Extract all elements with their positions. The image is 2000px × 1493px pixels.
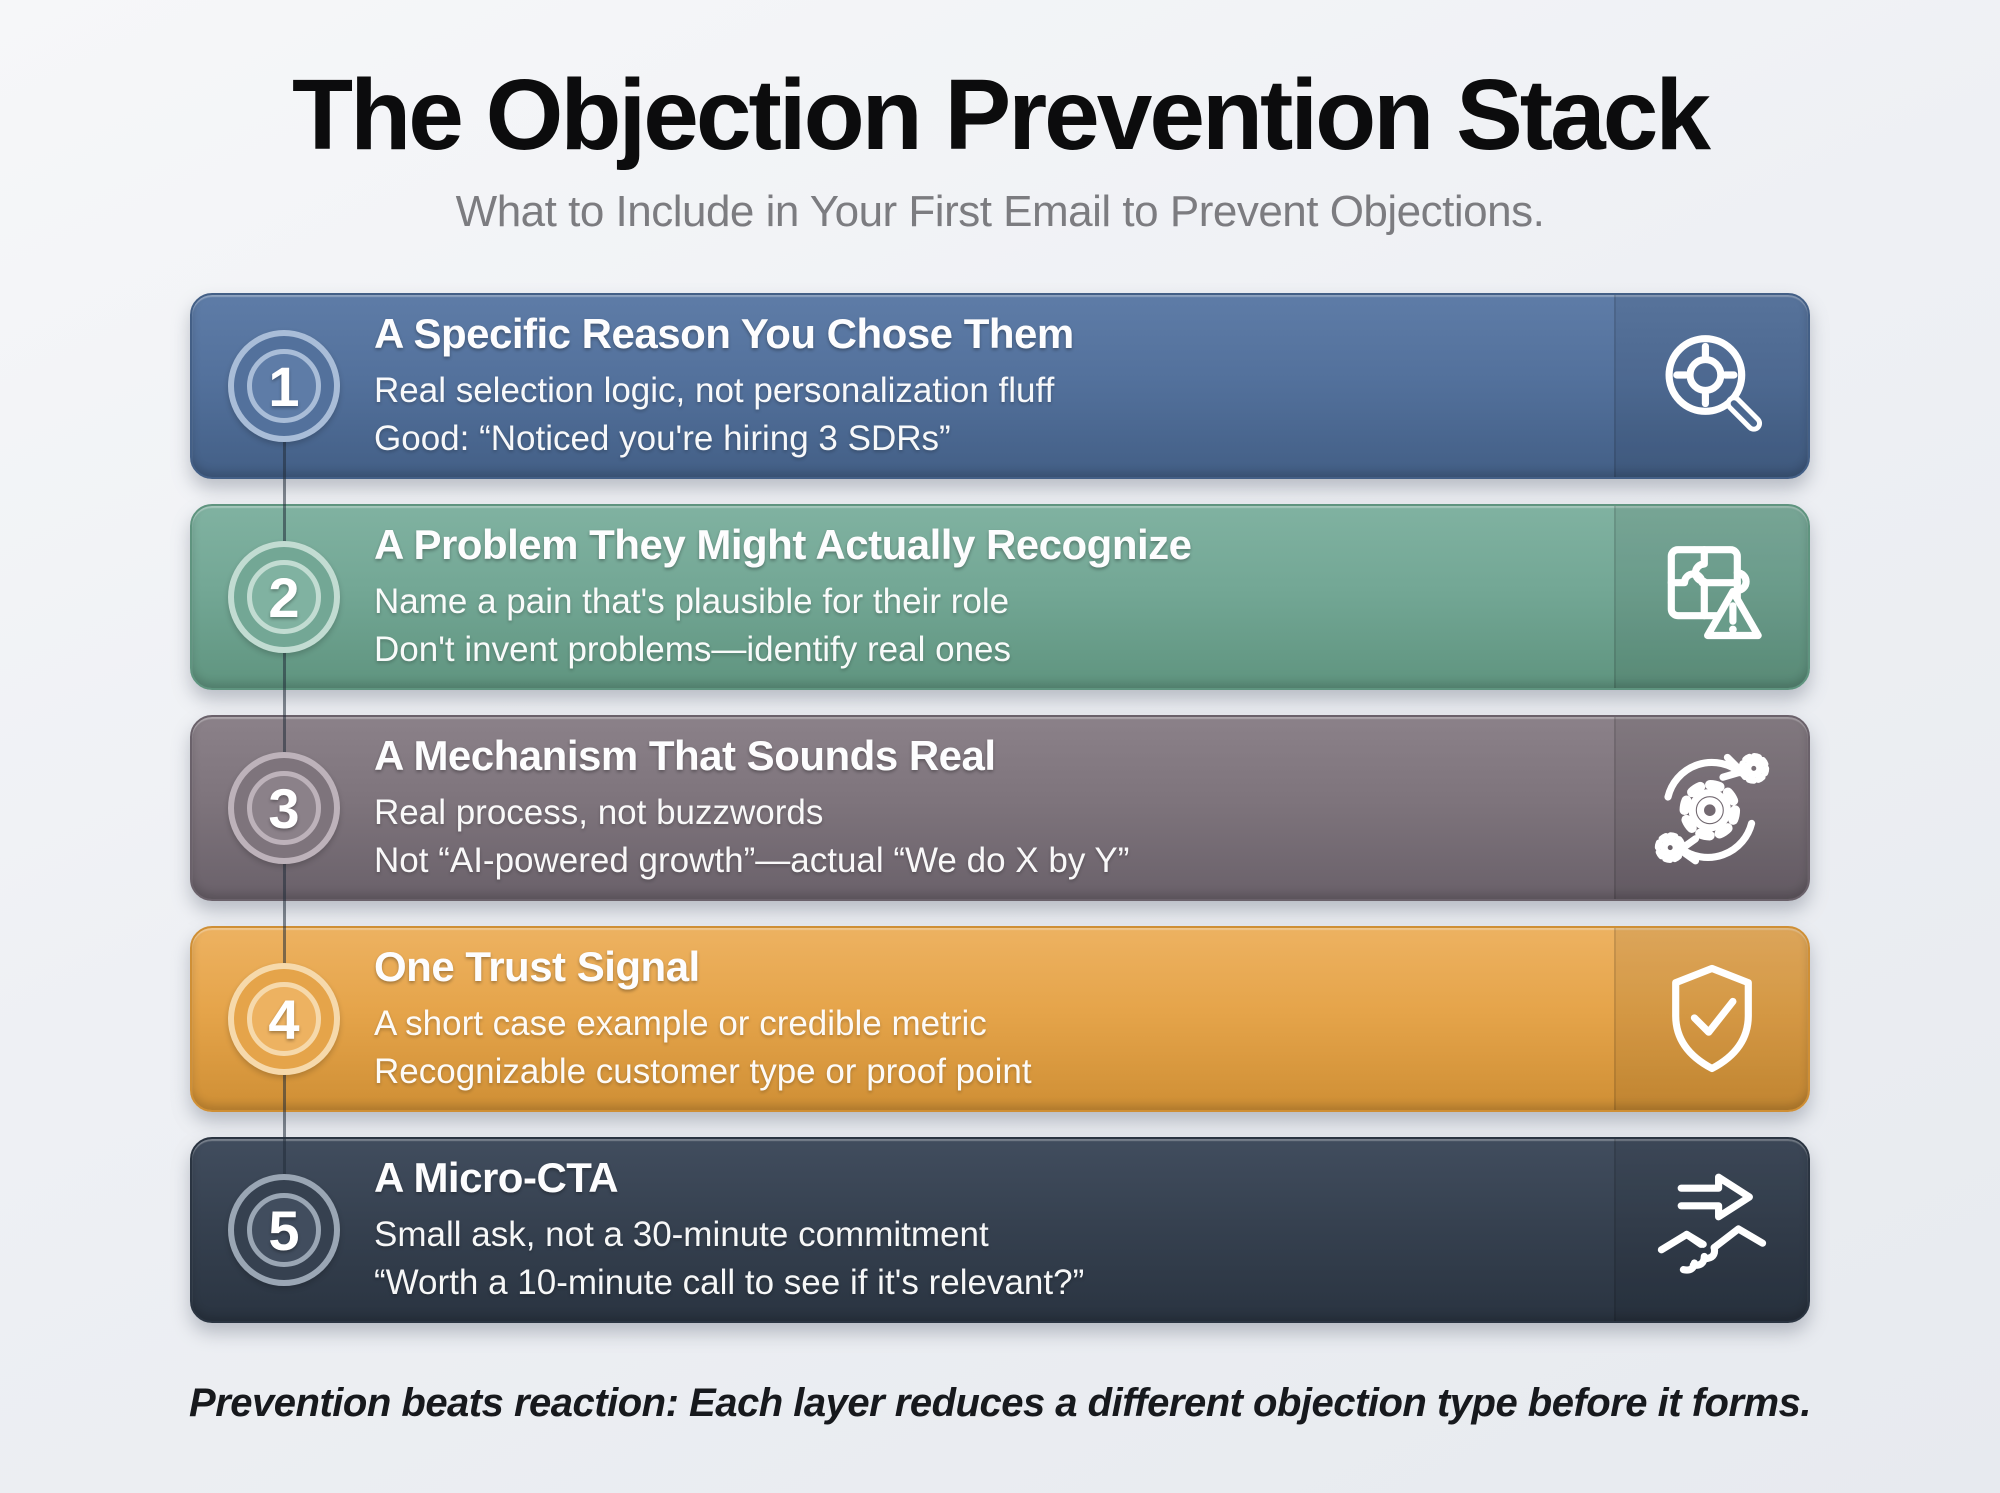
stack-item-trust-signal: 4 One Trust Signal A short case example … <box>190 926 1810 1112</box>
step-number-badge: 5 <box>228 1174 340 1286</box>
step-number: 1 <box>268 354 300 418</box>
process-gears-icon <box>1646 742 1778 874</box>
objection-stack: 1 A Specific Reason You Chose Them Real … <box>190 293 1810 1323</box>
step-number-badge: 2 <box>228 541 340 653</box>
step-number: 4 <box>268 987 300 1051</box>
step-title: A Specific Reason You Chose Them <box>374 309 1074 357</box>
step-line2: Recognizable customer type or proof poin… <box>374 1051 1032 1091</box>
step-line2: Not “AI-powered growth”—actual “We do X … <box>374 840 1130 880</box>
step-number: 5 <box>268 1198 300 1262</box>
step-number: 3 <box>268 776 300 840</box>
step-line2: “Worth a 10-minute call to see if it's r… <box>374 1262 1085 1302</box>
stack-item-specific-reason: 1 A Specific Reason You Chose Them Real … <box>190 293 1810 479</box>
step-line1: Real process, not buzzwords <box>374 792 824 832</box>
magnifier-target-icon <box>1646 320 1778 452</box>
shield-check-icon <box>1646 953 1778 1085</box>
step-title: A Micro-CTA <box>374 1153 619 1201</box>
stack-item-recognizable-problem: 2 A Problem They Might Actually Recogniz… <box>190 504 1810 690</box>
footer-note: Prevention beats reaction: Each layer re… <box>189 1381 1811 1425</box>
step-line2: Good: “Noticed you're hiring 3 SDRs” <box>374 418 951 458</box>
step-line2: Don't invent problems—identify real ones <box>374 629 1012 669</box>
step-line1: A short case example or credible metric <box>374 1003 987 1043</box>
step-number: 2 <box>268 565 300 629</box>
step-line1: Real selection logic, not personalizatio… <box>374 370 1055 410</box>
step-title: A Problem They Might Actually Recognize <box>374 520 1192 568</box>
step-number-badge: 4 <box>228 963 340 1075</box>
step-title: One Trust Signal <box>374 942 700 990</box>
step-line1: Name a pain that's plausible for their r… <box>374 581 1010 621</box>
stack-item-micro-cta: 5 A Micro-CTA Small ask, not a 30-minute… <box>190 1137 1810 1323</box>
arrow-handshake-icon <box>1646 1164 1778 1296</box>
step-number-badge: 3 <box>228 752 340 864</box>
page-title: The Objection Prevention Stack <box>292 59 1711 171</box>
puzzle-warning-icon <box>1646 531 1778 663</box>
step-line1: Small ask, not a 30-minute commitment <box>374 1214 989 1254</box>
step-title: A Mechanism That Sounds Real <box>374 731 996 779</box>
page-subtitle: What to Include in Your First Email to P… <box>455 187 1545 236</box>
stack-item-real-mechanism: 3 A Mechanism That Sounds Real Real proc… <box>190 715 1810 901</box>
step-number-badge: 1 <box>228 330 340 442</box>
